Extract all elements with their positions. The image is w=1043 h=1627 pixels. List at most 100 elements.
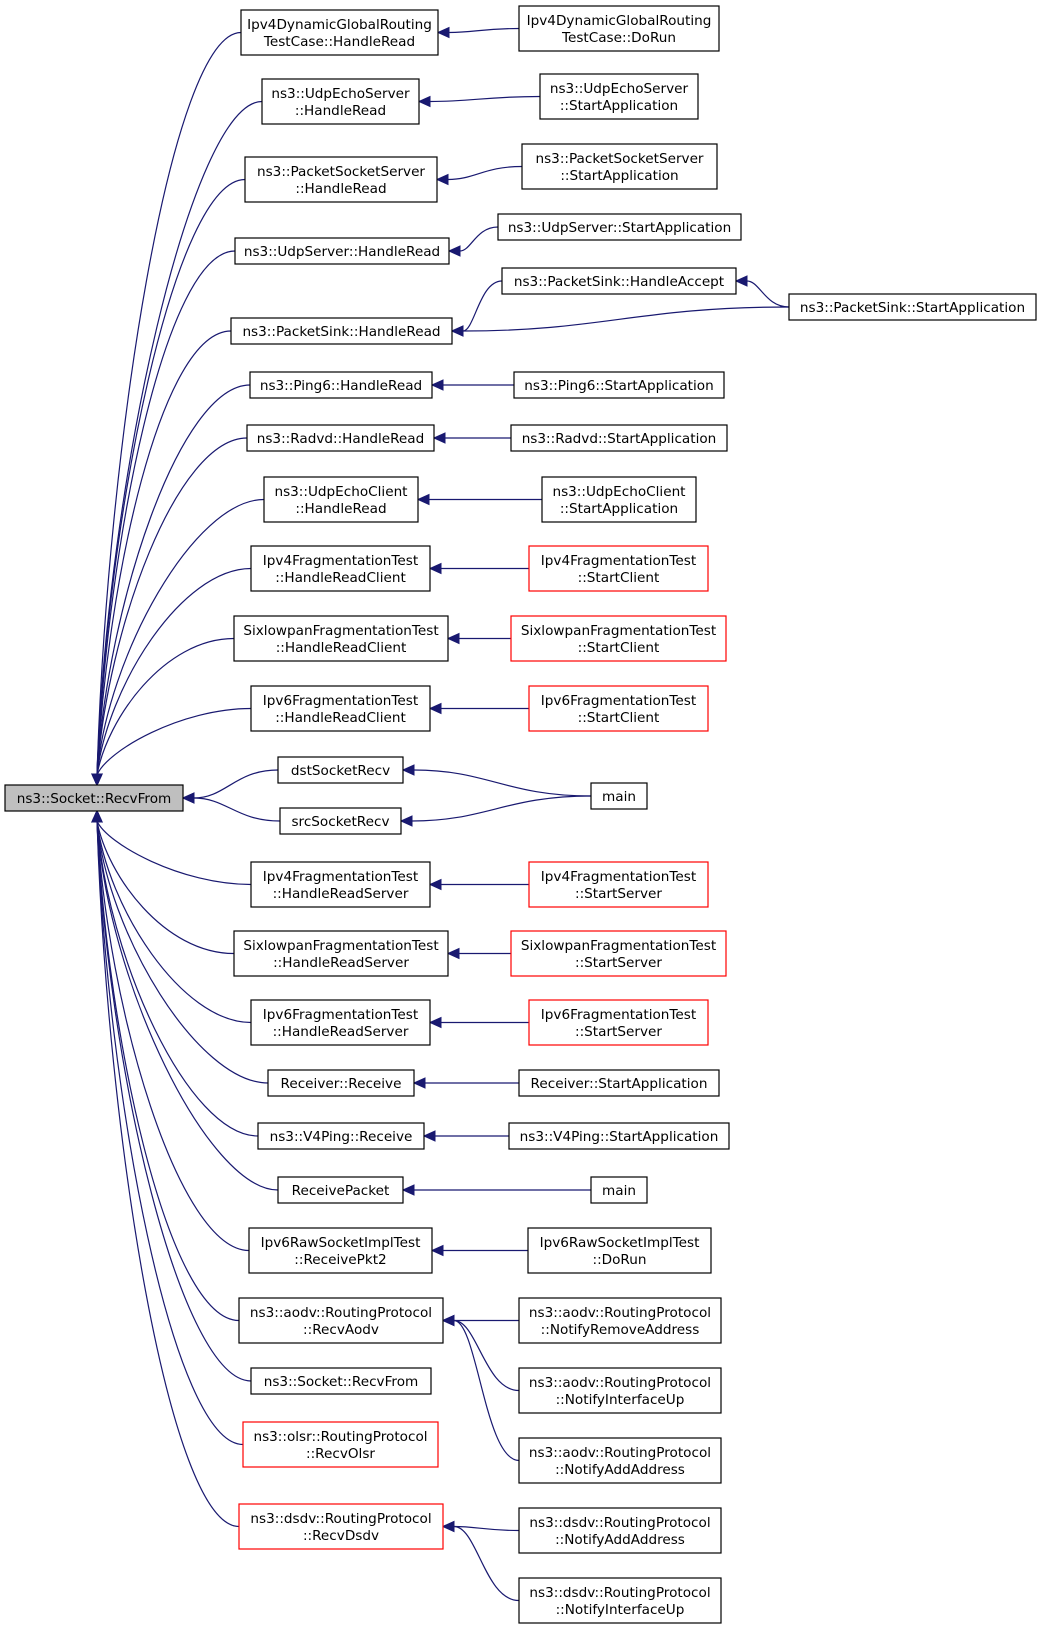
- node-c1[interactable]: Ipv4DynamicGlobalRoutingTestCase::Handle…: [240, 9, 439, 56]
- node-box: [527, 1227, 712, 1274]
- node-g13[interactable]: main: [590, 782, 648, 810]
- node-label: SixlowpanFragmentationTest: [521, 623, 716, 639]
- node-label: ::HandleReadClient: [275, 710, 406, 726]
- node-box: [510, 930, 727, 977]
- node-box: [230, 317, 453, 345]
- edge-c21-to-root: [96, 820, 240, 1322]
- node-g22[interactable]: ns3::aodv::RoutingProtocol::NotifyInterf…: [518, 1367, 722, 1414]
- node-label: TestCase::HandleRead: [263, 34, 415, 50]
- node-box: [501, 267, 737, 295]
- node-label: ::RecvDsdv: [303, 1528, 379, 1544]
- node-c15[interactable]: SixlowpanFragmentationTest::HandleReadSe…: [233, 930, 449, 977]
- node-g16[interactable]: Ipv6FragmentationTest::StartServer: [528, 999, 709, 1046]
- node-g6[interactable]: ns3::PacketSink::StartApplication: [788, 293, 1037, 321]
- node-g24[interactable]: ns3::dsdv::RoutingProtocol::NotifyAddAdd…: [518, 1507, 722, 1554]
- node-c19[interactable]: ReceivePacket: [277, 1176, 404, 1204]
- node-c23[interactable]: ns3::olsr::RoutingProtocol::RecvOlsr: [242, 1421, 439, 1468]
- node-root[interactable]: ns3::Socket::RecvFrom: [4, 784, 184, 812]
- node-c18[interactable]: ns3::V4Ping::Receive: [257, 1122, 425, 1150]
- node-c22[interactable]: ns3::Socket::RecvFrom: [250, 1367, 432, 1395]
- node-c12[interactable]: dstSocketRecv: [277, 756, 404, 784]
- node-g19[interactable]: main: [590, 1176, 648, 1204]
- node-label: ns3::dsdv::RoutingProtocol: [529, 1515, 710, 1531]
- node-box: [257, 1122, 425, 1150]
- arrowhead-g6-to-g5: [734, 275, 748, 287]
- edge-c22-to-root: [96, 820, 252, 1382]
- node-label: ns3::Socket::RecvFrom: [17, 791, 172, 807]
- node-g15[interactable]: SixlowpanFragmentationTest::StartServer: [510, 930, 727, 977]
- node-g5[interactable]: ns3::PacketSink::HandleAccept: [501, 267, 737, 295]
- node-label: ns3::aodv::RoutingProtocol: [529, 1305, 711, 1321]
- node-g9[interactable]: ns3::UdpEchoClient::StartApplication: [541, 476, 697, 523]
- edge-c8-to-root: [96, 498, 265, 776]
- node-g18[interactable]: ns3::V4Ping::StartApplication: [508, 1122, 730, 1150]
- node-label: ::HandleReadServer: [273, 886, 409, 902]
- node-g25[interactable]: ns3::dsdv::RoutingProtocol::NotifyInterf…: [518, 1577, 722, 1624]
- node-c8[interactable]: ns3::UdpEchoClient::HandleRead: [263, 476, 419, 523]
- node-label: ::NotifyAddAddress: [555, 1532, 685, 1548]
- node-label: Ipv4DynamicGlobalRouting: [527, 13, 712, 29]
- node-g4[interactable]: ns3::UdpServer::StartApplication: [497, 213, 742, 241]
- edge-c24-to-root: [96, 820, 240, 1528]
- node-c7[interactable]: ns3::Radvd::HandleRead: [246, 424, 435, 452]
- edge-g6-to-g5: [746, 280, 790, 308]
- edge-g6-to-c5: [462, 306, 790, 332]
- node-label: ::StartServer: [575, 955, 662, 971]
- node-c17[interactable]: Receiver::Receive: [267, 1069, 415, 1097]
- node-c10[interactable]: SixlowpanFragmentationTest::HandleReadCl…: [233, 615, 449, 662]
- node-c14[interactable]: Ipv4FragmentationTest::HandleReadServer: [250, 861, 431, 908]
- node-g20[interactable]: Ipv6RawSocketImplTest::DoRun: [527, 1227, 712, 1274]
- node-c3[interactable]: ns3::PacketSocketServer::HandleRead: [244, 156, 438, 203]
- node-c11[interactable]: Ipv6FragmentationTest::HandleReadClient: [250, 685, 431, 732]
- node-g8[interactable]: ns3::Radvd::StartApplication: [510, 424, 728, 452]
- node-g10[interactable]: Ipv4FragmentationTest::StartClient: [528, 545, 709, 592]
- node-c2[interactable]: ns3::UdpEchoServer::HandleRead: [261, 78, 420, 125]
- node-box: [250, 685, 431, 732]
- node-label: ns3::UdpEchoClient: [552, 484, 685, 500]
- node-label: Ipv6FragmentationTest: [263, 1007, 418, 1023]
- node-g12[interactable]: Ipv6FragmentationTest::StartClient: [528, 685, 709, 732]
- node-c9[interactable]: Ipv4FragmentationTest::HandleReadClient: [250, 545, 431, 592]
- node-label: ::StartApplication: [560, 501, 678, 517]
- node-g3[interactable]: ns3::PacketSocketServer::StartApplicatio…: [521, 143, 718, 190]
- node-box: [510, 615, 727, 662]
- node-box: [261, 78, 420, 125]
- node-label: Receiver::Receive: [281, 1076, 402, 1092]
- node-g23[interactable]: ns3::aodv::RoutingProtocol::NotifyAddAdd…: [518, 1437, 722, 1484]
- edge-c12-to-root: [193, 769, 279, 799]
- node-c20[interactable]: Ipv6RawSocketImplTest::ReceivePkt2: [248, 1227, 433, 1274]
- node-label: ::NotifyAddAddress: [555, 1462, 685, 1478]
- edge-c13-to-root: [193, 797, 281, 822]
- arrowhead-g13-to-c13: [399, 815, 413, 827]
- arrowhead-g14-to-c14: [428, 878, 442, 891]
- node-label: ns3::V4Ping::StartApplication: [520, 1129, 719, 1145]
- node-c13[interactable]: srcSocketRecv: [279, 807, 402, 835]
- node-label: ns3::Radvd::HandleRead: [257, 431, 425, 447]
- node-c5[interactable]: ns3::PacketSink::HandleRead: [230, 317, 453, 345]
- node-c24[interactable]: ns3::dsdv::RoutingProtocol::RecvDsdv: [238, 1503, 444, 1550]
- node-g2[interactable]: ns3::UdpEchoServer::StartApplication: [539, 73, 699, 120]
- edge-c18-to-root: [96, 820, 259, 1137]
- node-label: ns3::aodv::RoutingProtocol: [250, 1305, 432, 1321]
- edge-c4-to-root: [96, 250, 236, 776]
- node-box: [4, 784, 184, 812]
- node-c21[interactable]: ns3::aodv::RoutingProtocol::RecvAodv: [238, 1297, 444, 1344]
- node-c4[interactable]: ns3::UdpServer::HandleRead: [234, 237, 450, 265]
- node-g7[interactable]: ns3::Ping6::StartApplication: [513, 371, 725, 399]
- node-box: [250, 861, 431, 908]
- node-g11[interactable]: SixlowpanFragmentationTest::StartClient: [510, 615, 727, 662]
- arrowhead-g17-to-c17: [412, 1077, 426, 1089]
- node-c6[interactable]: ns3::Ping6::HandleRead: [249, 371, 433, 399]
- node-g14[interactable]: Ipv4FragmentationTest::StartServer: [528, 861, 709, 908]
- edge-c20-to-root: [96, 820, 250, 1252]
- node-label: Ipv6RawSocketImplTest: [540, 1235, 700, 1251]
- edge-c23-to-root: [96, 820, 244, 1446]
- node-c16[interactable]: Ipv6FragmentationTest::HandleReadServer: [250, 999, 431, 1046]
- node-label: ns3::Socket::RecvFrom: [264, 1374, 419, 1390]
- node-box: [521, 143, 718, 190]
- edge-c19-to-root: [96, 820, 279, 1191]
- node-g17[interactable]: Receiver::StartApplication: [518, 1069, 720, 1097]
- node-g21[interactable]: ns3::aodv::RoutingProtocol::NotifyRemove…: [518, 1297, 722, 1344]
